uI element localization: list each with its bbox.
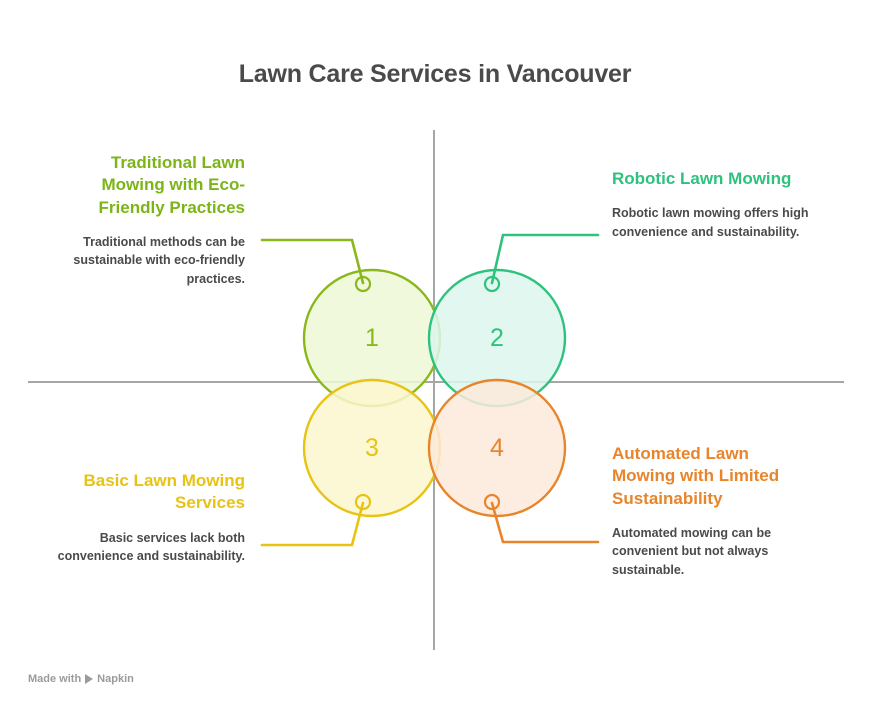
venn-circle-4[interactable] bbox=[427, 378, 567, 518]
vertical-axis-divider bbox=[433, 130, 435, 650]
footer-attribution: Made with Napkin bbox=[28, 673, 134, 685]
venn-number-2: 2 bbox=[490, 324, 504, 352]
quadrant-1-title: Traditional Lawn Mowing with Eco-Friendl… bbox=[98, 153, 245, 217]
venn-number-4: 4 bbox=[490, 434, 504, 462]
quadrant-2-description: Robotic lawn mowing offers high convenie… bbox=[612, 206, 809, 239]
footer-brand-label: Napkin bbox=[97, 673, 134, 685]
leader-line-3 bbox=[260, 493, 372, 547]
footer-made-with-label: Made with bbox=[28, 673, 82, 685]
quadrant-block-1[interactable]: Traditional Lawn Mowing with Eco-Friendl… bbox=[45, 152, 245, 288]
horizontal-axis-divider bbox=[28, 381, 844, 383]
quadrant-3-title: Basic Lawn Mowing Services bbox=[83, 471, 245, 513]
venn-circle-1[interactable] bbox=[302, 268, 442, 408]
leader-line-2 bbox=[483, 233, 600, 293]
quadrant-block-4[interactable]: Automated Lawn Mowing with Limited Susta… bbox=[612, 443, 812, 579]
venn-circle-2[interactable] bbox=[427, 268, 567, 408]
quadrant-block-2[interactable]: Robotic Lawn Mowing Robotic lawn mowing … bbox=[612, 168, 812, 241]
venn-number-1: 1 bbox=[365, 324, 379, 352]
quadrant-block-3[interactable]: Basic Lawn Mowing Services Basic service… bbox=[45, 470, 245, 565]
quadrant-2-title: Robotic Lawn Mowing bbox=[612, 169, 792, 188]
leader-line-1 bbox=[260, 238, 372, 293]
quadrant-3-description: Basic services lack both convenience and… bbox=[57, 530, 245, 563]
venn-circle-3[interactable] bbox=[302, 378, 442, 518]
play-triangle-icon bbox=[85, 674, 94, 684]
page-title: Lawn Care Services in Vancouver bbox=[238, 60, 632, 88]
leader-line-4 bbox=[483, 493, 600, 544]
quadrant-1-description: Traditional methods can be sustainable w… bbox=[73, 235, 245, 286]
quadrant-4-title: Automated Lawn Mowing with Limited Susta… bbox=[612, 444, 780, 508]
venn-number-3: 3 bbox=[365, 434, 379, 462]
quadrant-4-description: Automated mowing can be convenient but n… bbox=[612, 526, 772, 577]
